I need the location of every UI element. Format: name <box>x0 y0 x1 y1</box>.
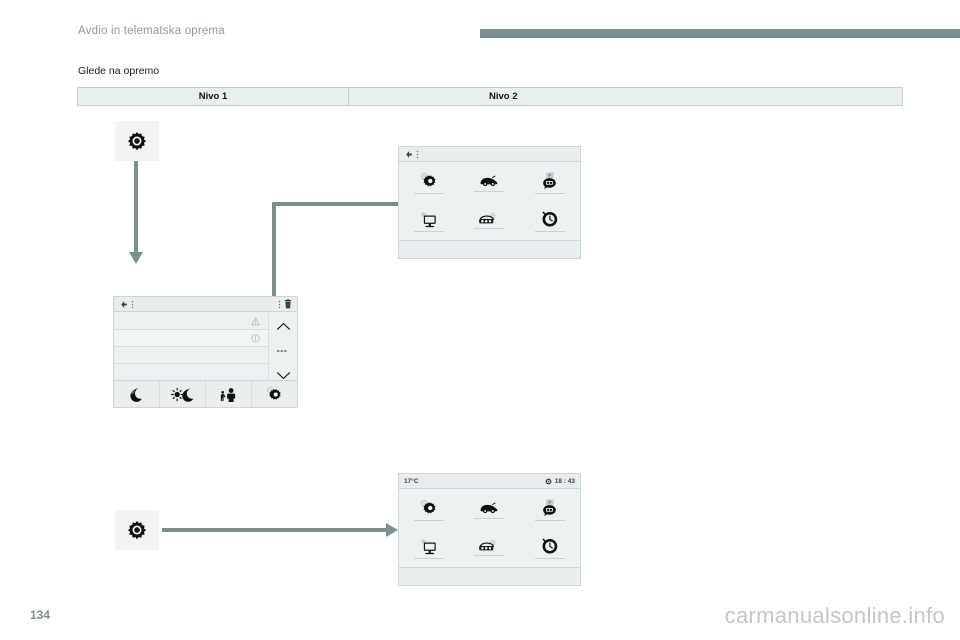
home-icon-underline <box>534 557 565 559</box>
header-rule <box>480 29 960 38</box>
chevron-up-icon[interactable] <box>276 322 291 331</box>
more-options-icon[interactable] <box>278 300 281 309</box>
table-header-nivo-2-label: Nivo 2 <box>489 91 518 102</box>
menu-icon-underline <box>474 228 505 230</box>
gear-button-top[interactable] <box>115 121 159 161</box>
connector-gear-top-to-list-screen <box>134 161 138 255</box>
warning-triangle-icon <box>251 316 260 326</box>
list-item[interactable] <box>114 313 269 330</box>
svg-text:P: P <box>549 500 552 505</box>
settings-gear-icon <box>265 385 284 404</box>
bottom-icon-moon-night[interactable] <box>114 381 160 407</box>
table-header-nivo-2: Nivo 2 <box>349 88 902 105</box>
temperature-readout: 17°C <box>404 477 419 485</box>
trash-bin-icon[interactable] <box>284 299 292 309</box>
menu-icon-car-vehicle[interactable] <box>459 163 519 202</box>
speech-bubble-driving-icon: P <box>539 171 560 191</box>
page-number: 134 <box>30 608 51 622</box>
settings-gear-icon <box>419 171 439 191</box>
gear-icon <box>124 128 150 154</box>
list-screen-rows <box>114 313 269 389</box>
lighting-timer-icon <box>540 537 559 556</box>
connector-list-to-menu-vertical <box>272 202 276 304</box>
level-table: Nivo 1 Nivo 2 <box>77 87 903 106</box>
lighting-timer-icon <box>540 210 559 229</box>
display-screen-icon <box>419 537 439 556</box>
menu-icon-underline <box>414 230 445 232</box>
home-icon-underline <box>414 557 445 559</box>
home-icon-lighting-timer[interactable] <box>520 529 580 568</box>
more-options-icon[interactable] <box>416 150 419 159</box>
home-icon-underline <box>414 519 445 521</box>
list-screen-bottom-bar <box>114 380 297 407</box>
clock-time: 18 : 43 <box>554 477 575 485</box>
bottom-icon-pedestrian-detection[interactable] <box>206 381 252 407</box>
menu-icon-display-screen[interactable] <box>399 202 459 241</box>
arrow-head-down-to-list-screen <box>129 252 143 264</box>
home-icon-display-screen[interactable] <box>399 529 459 568</box>
gear-icon <box>124 517 150 543</box>
gear-icon[interactable] <box>545 478 552 485</box>
parking-sensors-icon <box>478 212 500 226</box>
sun-moon-day-night-icon <box>170 387 195 402</box>
menu-icon-settings-gear[interactable] <box>399 163 459 202</box>
svg-text:P: P <box>549 173 552 178</box>
home-screen-bottom-bar <box>399 567 580 585</box>
settings-gear-icon <box>419 498 439 518</box>
page-header-title: Avdio in telematska oprema <box>78 25 225 37</box>
display-screen-icon <box>419 210 439 229</box>
home-screen-status-bar: 17°C 18 : 43 <box>399 474 580 489</box>
list-screen-status-bar <box>114 297 297 312</box>
car-vehicle-icon <box>478 500 500 516</box>
menu-screen-status-bar <box>399 147 580 162</box>
bottom-icon-sun-moon-day-night[interactable] <box>160 381 206 407</box>
section-caption: Glede na opremo <box>78 65 160 77</box>
menu-icon-lighting-timer[interactable] <box>520 202 580 241</box>
menu-icon-underline <box>474 190 505 192</box>
menu-icon-parking-sensors[interactable] <box>459 202 519 241</box>
car-vehicle-icon <box>478 173 500 189</box>
watermark: carmanualsonline.info <box>724 603 945 628</box>
scroll-handle-icon[interactable] <box>277 349 289 353</box>
home-icon-speech-bubble-driving[interactable]: P <box>520 490 580 529</box>
gear-button-bottom[interactable] <box>115 510 159 550</box>
moon-night-icon <box>129 387 144 402</box>
menu-icon-underline <box>534 230 565 232</box>
menu-icon-speech-bubble-driving[interactable]: P <box>520 163 580 202</box>
menu-screen-icon-grid: P <box>399 163 580 240</box>
menu-icon-underline <box>414 192 445 194</box>
home-icon-underline <box>474 517 505 519</box>
speech-bubble-driving-icon: P <box>539 498 560 518</box>
menu-icon-underline <box>534 192 565 194</box>
more-options-icon[interactable] <box>131 300 134 309</box>
table-header-nivo-1: Nivo 1 <box>78 88 349 105</box>
chevron-down-icon[interactable] <box>276 371 291 380</box>
pedestrian-detection-icon <box>220 387 238 402</box>
home-screen[interactable]: 17°C 18 : 43 <box>398 473 581 586</box>
home-screen-icon-grid: P <box>399 490 580 567</box>
home-icon-parking-sensors[interactable] <box>459 529 519 568</box>
connector-list-to-menu-horizontal <box>272 202 412 206</box>
list-item[interactable] <box>114 347 269 364</box>
list-item[interactable] <box>114 330 269 347</box>
home-icon-underline <box>534 519 565 521</box>
info-circle-icon <box>251 333 260 343</box>
back-arrow-icon[interactable] <box>119 300 128 309</box>
menu-screen[interactable]: P <box>398 146 581 259</box>
arrow-head-right-to-home-screen <box>386 523 398 537</box>
connector-gear-bottom-to-home-screen <box>162 528 389 532</box>
menu-screen-bottom-bar <box>399 240 580 258</box>
home-icon-settings-gear[interactable] <box>399 490 459 529</box>
parking-sensors-icon <box>478 539 500 553</box>
list-screen[interactable] <box>113 296 298 408</box>
home-icon-car-vehicle[interactable] <box>459 490 519 529</box>
back-arrow-icon[interactable] <box>404 150 413 159</box>
bottom-icon-settings-gear[interactable] <box>252 381 297 407</box>
home-icon-underline <box>474 555 505 557</box>
list-screen-scrollbar[interactable] <box>268 313 297 389</box>
